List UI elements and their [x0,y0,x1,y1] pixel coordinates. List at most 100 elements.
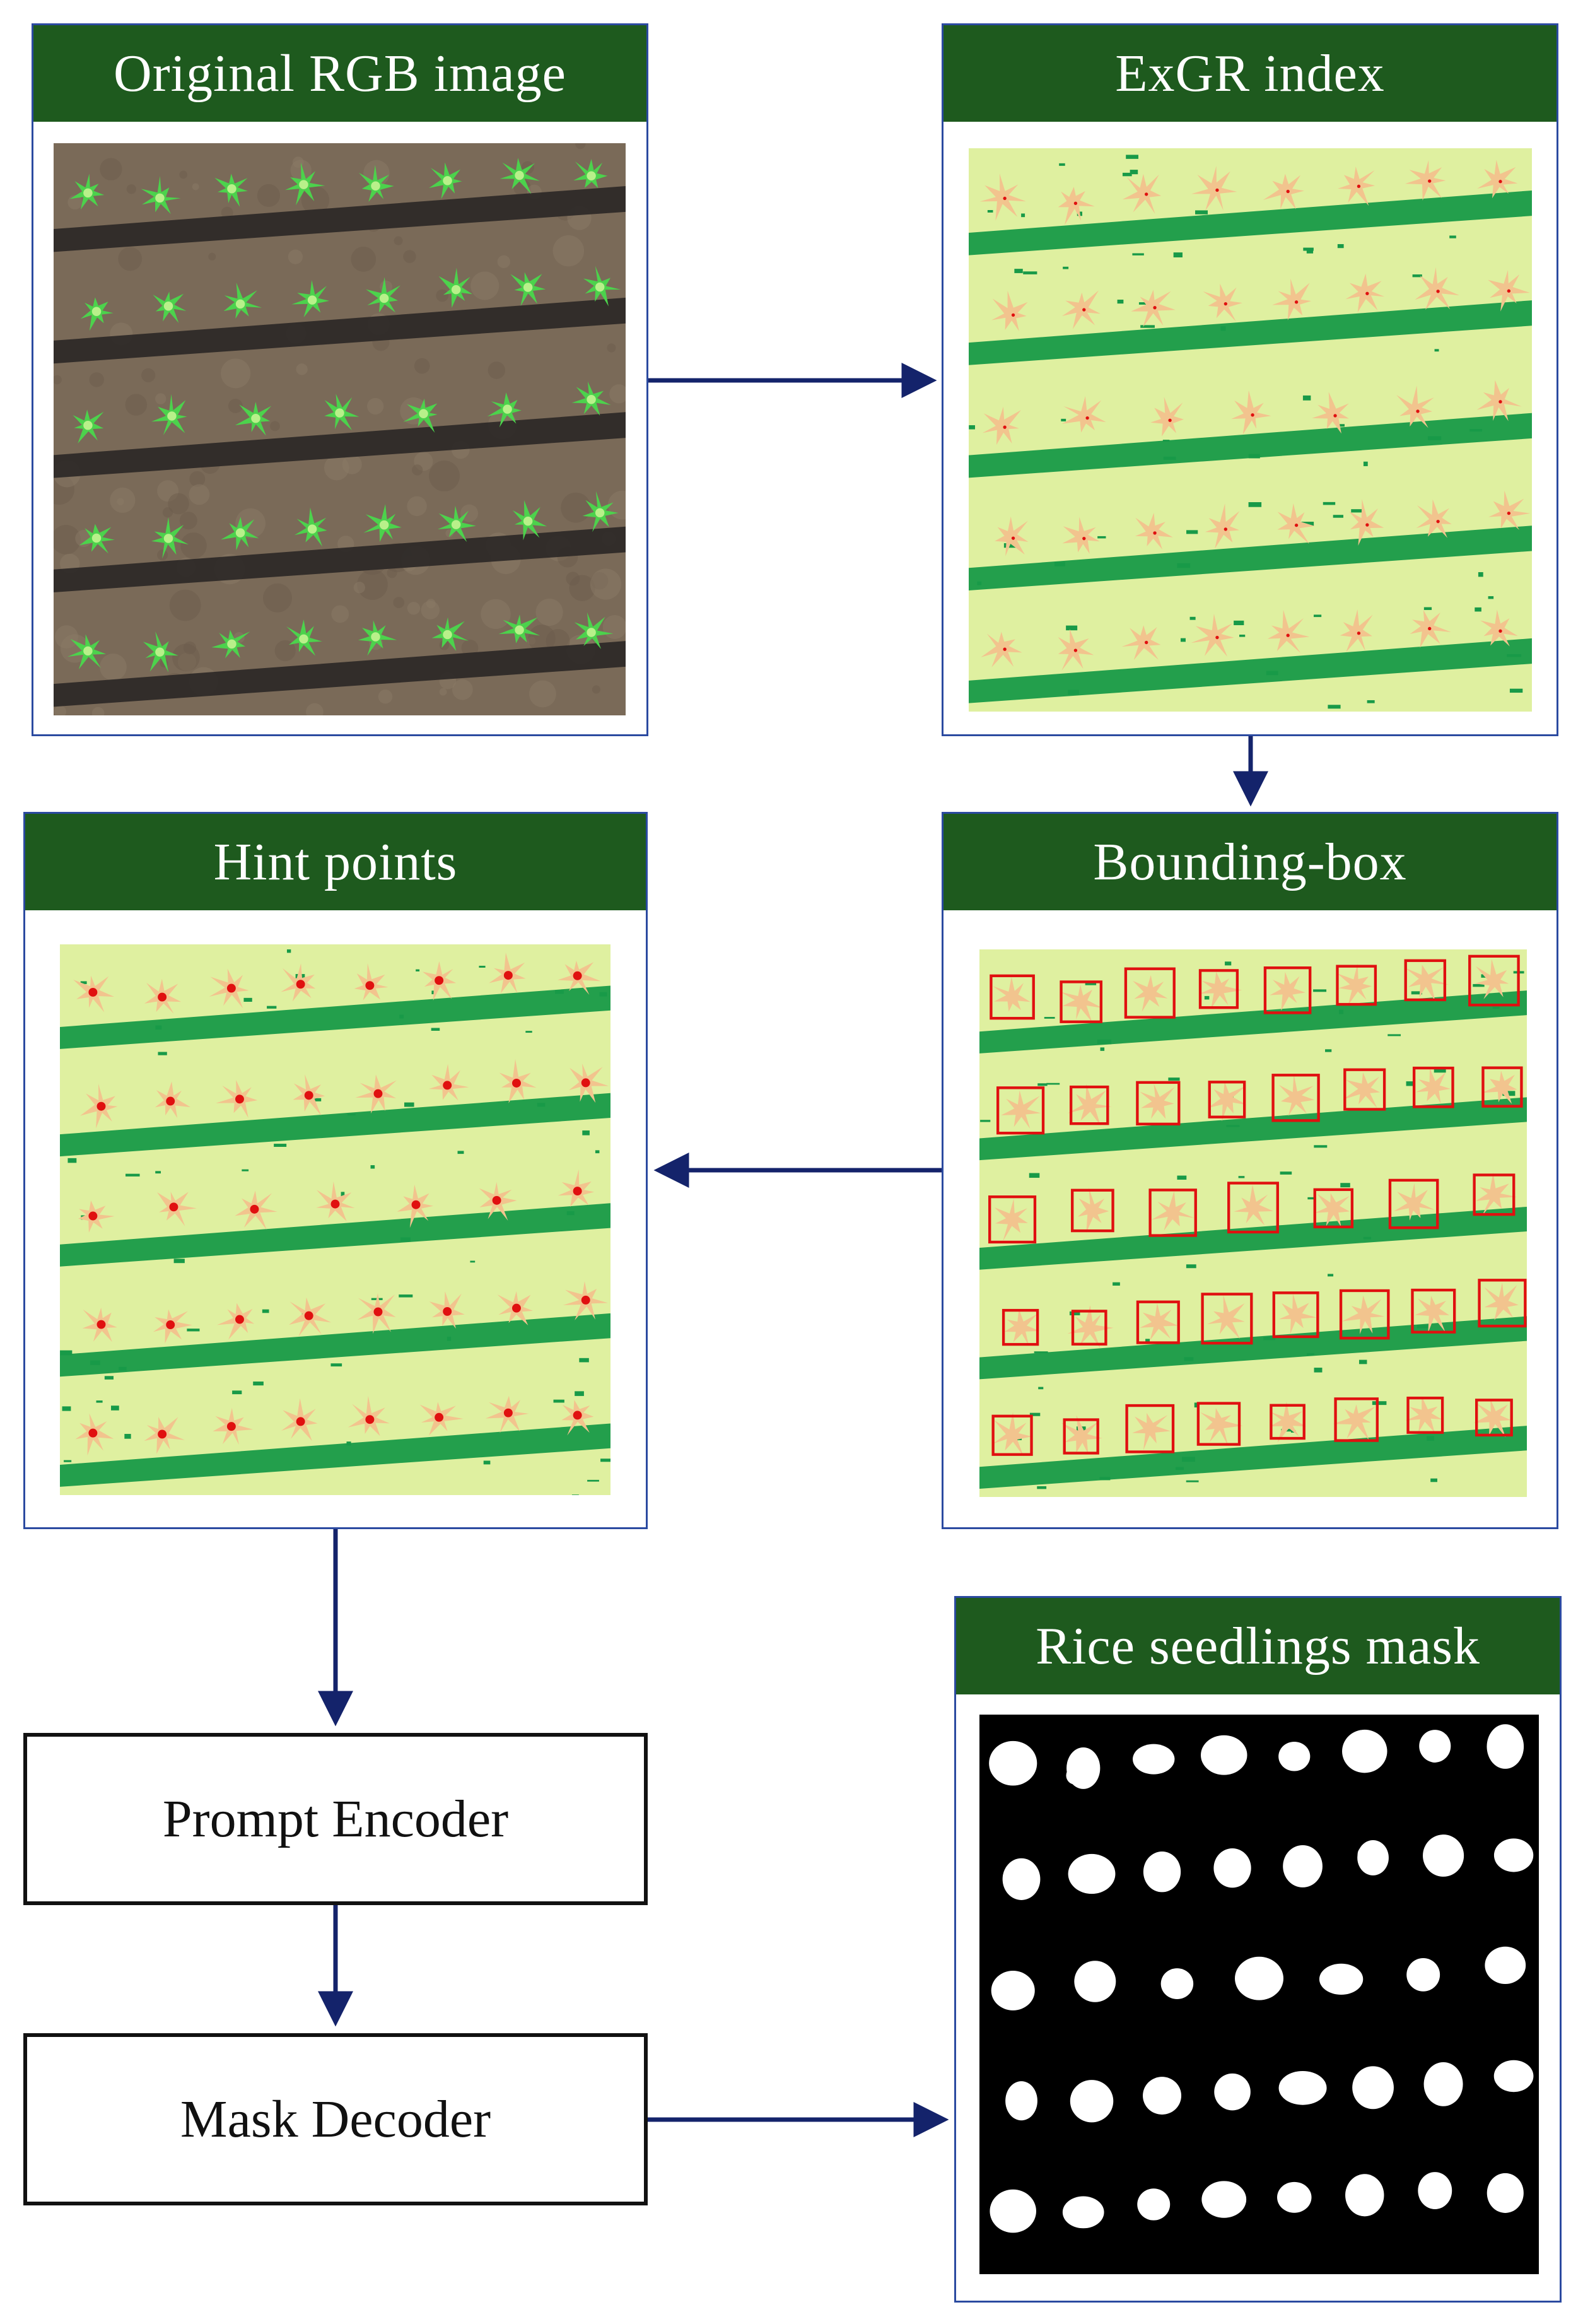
hint-point [581,1295,590,1305]
seedling [1337,963,1372,1006]
bounding-box [1272,1291,1319,1339]
seedling [1058,187,1095,225]
seedling [993,977,1031,1012]
exgr-index-panel: ExGR index [942,23,1558,736]
seedling [1475,959,1509,999]
bounding-box [1475,1399,1513,1437]
hint-point [365,981,375,990]
hint-point [88,987,98,997]
hint-point [373,1089,383,1098]
bounding-box [1136,1081,1181,1126]
bounding-box-title: Bounding-box [943,814,1557,910]
seedling [1341,1295,1385,1334]
seedling-mask [1352,2066,1394,2110]
bounding-box [1473,1173,1516,1216]
rice-seedlings-mask-title: Rice seedlings mask [956,1598,1560,1694]
hint-point [226,983,236,993]
seedling [1480,609,1518,647]
seedling [1416,499,1452,538]
seedling [1133,975,1168,1012]
hint-points-image [60,944,610,1495]
bounding-box [1270,1404,1306,1440]
bounding-box [1002,1308,1039,1346]
seedling [1122,173,1162,214]
seedling-mask [1418,2172,1452,2210]
mask-decoder-box: Mask Decoder [23,2033,648,2205]
seedling-mask [1278,2070,1327,2105]
hint-point [304,1311,313,1320]
hint-point [235,1095,244,1104]
seedling [1062,517,1100,554]
hint-point [330,1199,340,1209]
bounding-box [1208,1081,1246,1118]
seedling-mask [989,1740,1037,1786]
bounding-box [1468,954,1520,1007]
hint-point [250,1204,259,1214]
seedling [1477,160,1518,199]
seedling [994,1199,1028,1241]
hint-point [492,1195,501,1205]
seedling [1481,1071,1517,1104]
seedling [979,173,1026,221]
seedling [1348,499,1384,546]
seedling [1150,397,1184,437]
seedling [1484,1282,1519,1320]
bounding-box [1313,1188,1354,1229]
seedling [1415,1296,1450,1333]
bounding-box [1125,1404,1175,1453]
hint-point [96,1101,106,1111]
hint-point [573,1187,582,1196]
bounding-box [1412,1066,1454,1108]
bounding-box [1336,965,1377,1006]
seedling [1338,167,1376,206]
bounding-box [1481,1066,1523,1108]
seedling [1121,625,1161,660]
seedling [1203,283,1242,322]
bounding-box [1411,1288,1456,1334]
seedling [1060,984,1102,1023]
seedling [995,516,1029,556]
seedling [1405,1395,1442,1433]
hint-point [573,971,582,980]
seedling [1140,1084,1175,1119]
bounding-box [1124,967,1176,1019]
original-rgb-image [54,143,626,715]
prompt-encoder-box: Prompt Encoder [23,1733,648,1905]
hint-point [435,1412,444,1422]
seedling [1140,1303,1178,1341]
seedling [1279,1074,1315,1117]
seedling [1200,971,1242,1009]
hint-point [169,1202,178,1212]
bounding-box [1404,959,1447,1002]
seedling-mask [1342,1729,1387,1773]
bounding-box [1198,969,1239,1009]
hint-point [443,1081,452,1090]
seedling [1061,1415,1102,1455]
bounding-box [1263,966,1312,1014]
hint-points-panel: Hint points [23,812,648,1529]
seedling [1004,1308,1040,1347]
seedling [1263,173,1304,209]
seedling [1278,1293,1317,1334]
seedling [1415,1068,1451,1104]
seedling-mask [990,2189,1036,2233]
hint-point [435,976,444,985]
seedling [991,290,1028,332]
bounding-box [988,1195,1037,1244]
seedling [1270,971,1306,1011]
seedling [1267,609,1310,654]
seedling [1405,160,1446,201]
bounding-box [1271,1074,1320,1122]
seedling [1191,613,1234,657]
seedling-mask [1002,1858,1041,1900]
bounding-box [1339,1289,1390,1340]
seedling [1405,965,1449,1002]
hint-point [503,1408,513,1417]
bounding-box [990,974,1035,1020]
hint-point [503,971,513,980]
hint-point [166,1320,175,1330]
seedling [1476,1172,1517,1216]
seedling [981,631,1022,667]
hint-point [88,1428,98,1438]
hint-point [365,1415,375,1424]
